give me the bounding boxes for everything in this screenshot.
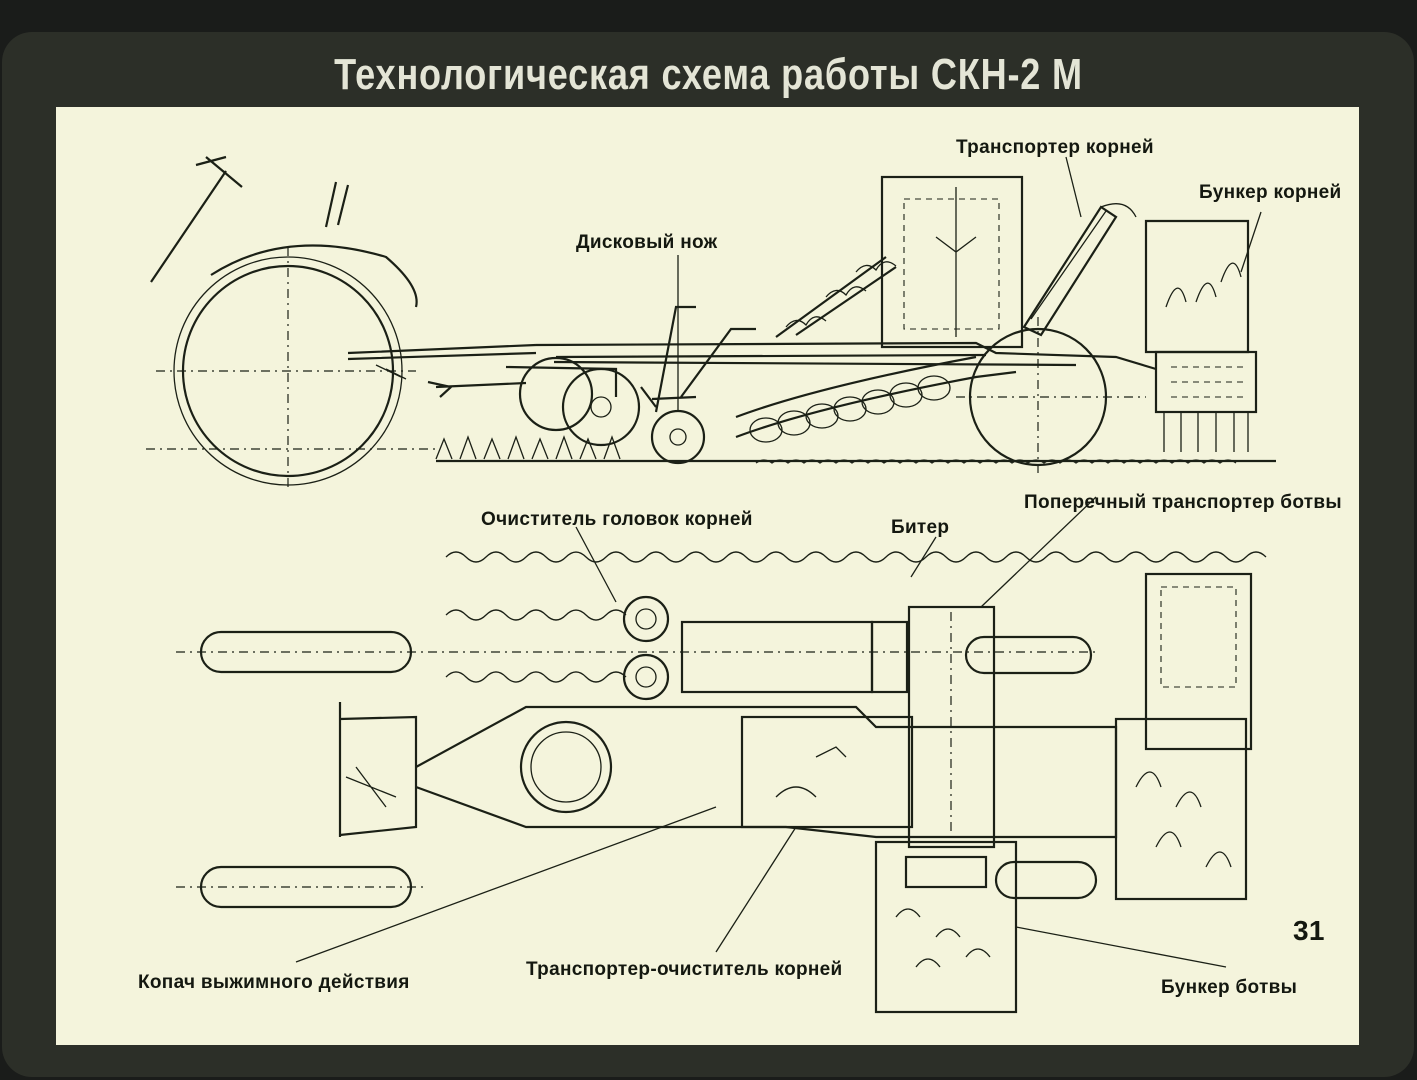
tractor-rear-wheel xyxy=(156,244,418,492)
machine-frame-plan xyxy=(415,705,1118,839)
plant-row-top xyxy=(445,551,1267,563)
side-view-plants xyxy=(435,435,1237,464)
label-top-bunker: Бункер ботвы xyxy=(1161,977,1298,998)
tractor-hitch-plan xyxy=(338,702,418,837)
label-root-bunker: Бункер корней xyxy=(1199,182,1342,203)
root-conveyor-leader xyxy=(1065,156,1082,218)
root-bunker-leader xyxy=(1240,211,1262,273)
leader-beater xyxy=(910,536,937,578)
top-lift-conveyor xyxy=(775,256,897,338)
plan-view xyxy=(176,496,1267,1014)
rear-wheel-plan xyxy=(964,635,1093,675)
root-elevator xyxy=(735,355,1017,443)
front-gauge-wheels xyxy=(518,356,641,447)
side-view xyxy=(146,155,1276,492)
leader-squeeze-digger xyxy=(295,806,717,963)
root-head-cleaner-plan xyxy=(622,595,670,701)
top-cleaner-conveyor xyxy=(680,620,909,694)
root-bunker xyxy=(1144,219,1250,354)
label-cross-top-conveyor: Поперечный транспортер ботвы xyxy=(1024,492,1342,513)
tractor-wheels-plan xyxy=(176,630,1096,909)
plant-row-lower xyxy=(445,671,627,683)
discharge-unit xyxy=(1154,350,1258,452)
tractor-seat-post xyxy=(324,181,350,228)
root-conveyor xyxy=(1022,203,1137,337)
main-frame xyxy=(535,341,1157,371)
diagram-panel: Транспортер корней Бункер корней Дисковы… xyxy=(56,107,1359,1045)
root-cleaning-conveyor-plan xyxy=(740,715,914,829)
label-root-cleaning-conveyor: Транспортер-очиститель корней xyxy=(526,959,843,980)
rear-wheel xyxy=(956,317,1146,477)
rear-wheel-plan-lower xyxy=(994,860,1098,900)
disc-knife xyxy=(640,305,756,465)
leader-cross-conveyor xyxy=(980,496,1097,608)
label-squeeze-digger: Копач выжимного действия xyxy=(138,972,410,993)
leader-top-bunker xyxy=(1015,926,1227,968)
label-disc-knife: Дисковый нож xyxy=(576,232,718,253)
tractor-lever xyxy=(150,155,243,283)
cleaning-chamber xyxy=(880,175,1024,349)
label-beater: Битер xyxy=(891,517,950,538)
cross-top-conveyor-plan xyxy=(907,605,996,849)
leader-root-head-cleaner xyxy=(575,526,617,603)
plant-row-middle xyxy=(445,609,627,621)
discharge-plan xyxy=(1144,572,1253,751)
label-root-head-cleaner: Очиститель головок корней xyxy=(481,509,753,530)
page-number: 31 xyxy=(1293,915,1325,946)
slide-title: Технологическая схема работы СКН-2 М xyxy=(334,50,1083,99)
harvester-diagram xyxy=(146,155,1276,1014)
label-root-conveyor: Транспортер корней xyxy=(956,137,1154,158)
drawbar xyxy=(347,343,537,361)
top-bunker-plan xyxy=(874,840,1018,1014)
root-bunker-plan xyxy=(1114,717,1248,901)
leader-root-cleaning-conveyor xyxy=(715,826,797,953)
